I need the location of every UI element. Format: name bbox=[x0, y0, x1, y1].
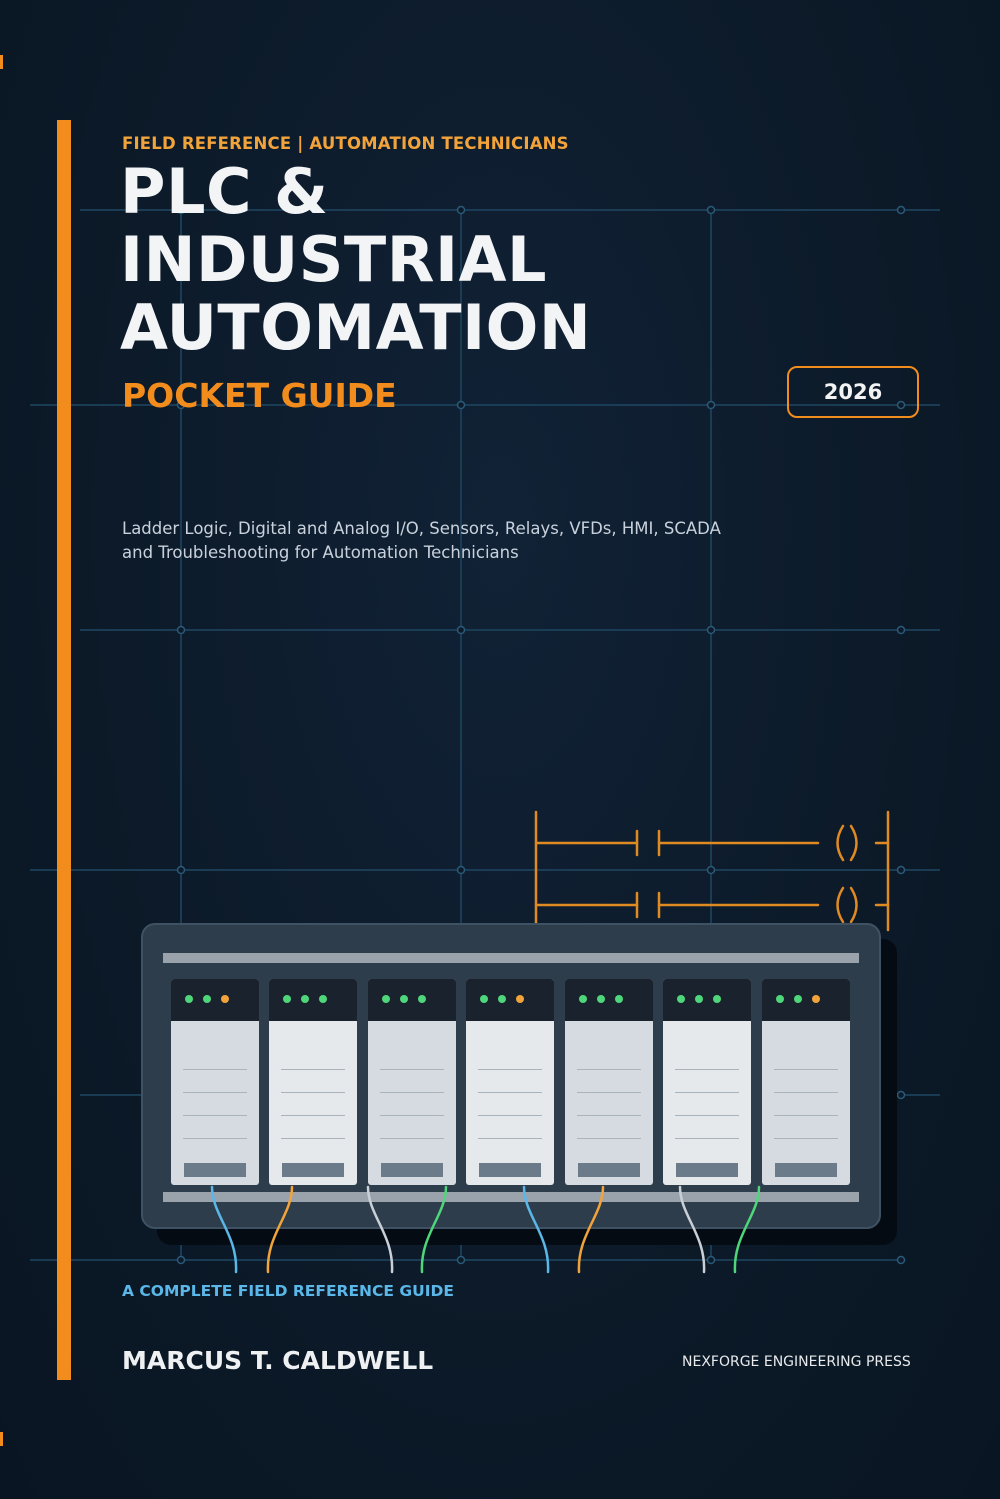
edition-year-badge: 2026 bbox=[787, 366, 919, 418]
edge-mark bbox=[0, 55, 3, 69]
status-led bbox=[382, 995, 390, 1003]
terminal-line bbox=[281, 1115, 345, 1116]
terminal-line bbox=[183, 1138, 247, 1139]
terminal-line bbox=[281, 1069, 345, 1070]
status-led bbox=[301, 995, 309, 1003]
terminal-line bbox=[577, 1069, 641, 1070]
module-label-plate bbox=[676, 1163, 738, 1177]
wire bbox=[733, 1185, 761, 1274]
terminal-line bbox=[774, 1092, 838, 1093]
terminal-line bbox=[281, 1138, 345, 1139]
terminal-line bbox=[774, 1115, 838, 1116]
status-led bbox=[579, 995, 587, 1003]
title-line: INDUSTRIAL bbox=[120, 223, 548, 296]
author-name: MARCUS T. CALDWELL bbox=[122, 1346, 434, 1375]
edition-year: 2026 bbox=[823, 380, 883, 404]
publisher-name: NEXFORGE ENGINEERING PRESS bbox=[682, 1354, 911, 1370]
book-subtitle: POCKET GUIDE bbox=[122, 376, 397, 415]
status-led bbox=[713, 995, 721, 1003]
terminal-line bbox=[577, 1092, 641, 1093]
terminal-line bbox=[774, 1069, 838, 1070]
io-module bbox=[663, 979, 751, 1185]
io-module bbox=[762, 979, 850, 1185]
status-led bbox=[695, 995, 703, 1003]
status-led bbox=[418, 995, 426, 1003]
terminal-line bbox=[774, 1138, 838, 1139]
module-label-plate bbox=[479, 1163, 541, 1177]
status-led bbox=[221, 995, 229, 1003]
status-led bbox=[677, 995, 685, 1003]
description-line: and Troubleshooting for Automation Techn… bbox=[122, 543, 519, 562]
terminal-line bbox=[675, 1069, 739, 1070]
io-module bbox=[269, 979, 357, 1185]
terminal-line bbox=[281, 1092, 345, 1093]
terminal-line bbox=[675, 1138, 739, 1139]
terminal-line bbox=[478, 1138, 542, 1139]
status-led bbox=[597, 995, 605, 1003]
terminal-line bbox=[380, 1069, 444, 1070]
terminal-line bbox=[380, 1115, 444, 1116]
status-led bbox=[794, 995, 802, 1003]
wire bbox=[210, 1185, 238, 1274]
title-line: AUTOMATION bbox=[120, 291, 592, 364]
din-rail bbox=[163, 1192, 859, 1202]
module-label-plate bbox=[578, 1163, 640, 1177]
status-led bbox=[283, 995, 291, 1003]
terminal-line bbox=[577, 1115, 641, 1116]
module-label-plate bbox=[381, 1163, 443, 1177]
wire bbox=[266, 1185, 294, 1274]
din-rail bbox=[163, 953, 859, 963]
terminal-line bbox=[675, 1115, 739, 1116]
status-led bbox=[319, 995, 327, 1003]
status-led bbox=[516, 995, 524, 1003]
io-module bbox=[565, 979, 653, 1185]
terminal-line bbox=[183, 1115, 247, 1116]
tagline: A COMPLETE FIELD REFERENCE GUIDE bbox=[122, 1282, 454, 1300]
module-label-plate bbox=[184, 1163, 246, 1177]
accent-bar bbox=[57, 120, 71, 1380]
terminal-line bbox=[183, 1069, 247, 1070]
terminal-line bbox=[577, 1138, 641, 1139]
status-led bbox=[400, 995, 408, 1003]
wire bbox=[678, 1185, 706, 1274]
wire bbox=[420, 1185, 448, 1274]
status-led bbox=[498, 995, 506, 1003]
terminal-line bbox=[478, 1092, 542, 1093]
wire bbox=[366, 1185, 394, 1274]
wire bbox=[577, 1185, 605, 1274]
ladder-rung bbox=[534, 886, 890, 924]
status-led bbox=[203, 995, 211, 1003]
status-led bbox=[185, 995, 193, 1003]
io-module bbox=[466, 979, 554, 1185]
ladder-rung bbox=[534, 824, 890, 862]
book-title: PLC & INDUSTRIAL AUTOMATION bbox=[120, 158, 591, 362]
module-label-plate bbox=[775, 1163, 837, 1177]
edge-mark bbox=[0, 1432, 3, 1446]
terminal-line bbox=[183, 1092, 247, 1093]
terminal-line bbox=[380, 1138, 444, 1139]
description: Ladder Logic, Digital and Analog I/O, Se… bbox=[122, 517, 721, 565]
io-module bbox=[368, 979, 456, 1185]
terminal-line bbox=[478, 1069, 542, 1070]
description-line: Ladder Logic, Digital and Analog I/O, Se… bbox=[122, 519, 721, 538]
io-module bbox=[171, 979, 259, 1185]
status-led bbox=[615, 995, 623, 1003]
terminal-line bbox=[380, 1092, 444, 1093]
status-led bbox=[480, 995, 488, 1003]
status-led bbox=[812, 995, 820, 1003]
terminal-line bbox=[675, 1092, 739, 1093]
plc-rack-illustration bbox=[141, 923, 897, 1245]
wire bbox=[522, 1185, 550, 1274]
series-kicker: FIELD REFERENCE | AUTOMATION TECHNICIANS bbox=[122, 134, 569, 153]
module-label-plate bbox=[282, 1163, 344, 1177]
status-led bbox=[776, 995, 784, 1003]
terminal-line bbox=[478, 1115, 542, 1116]
title-line: PLC & bbox=[120, 155, 329, 228]
